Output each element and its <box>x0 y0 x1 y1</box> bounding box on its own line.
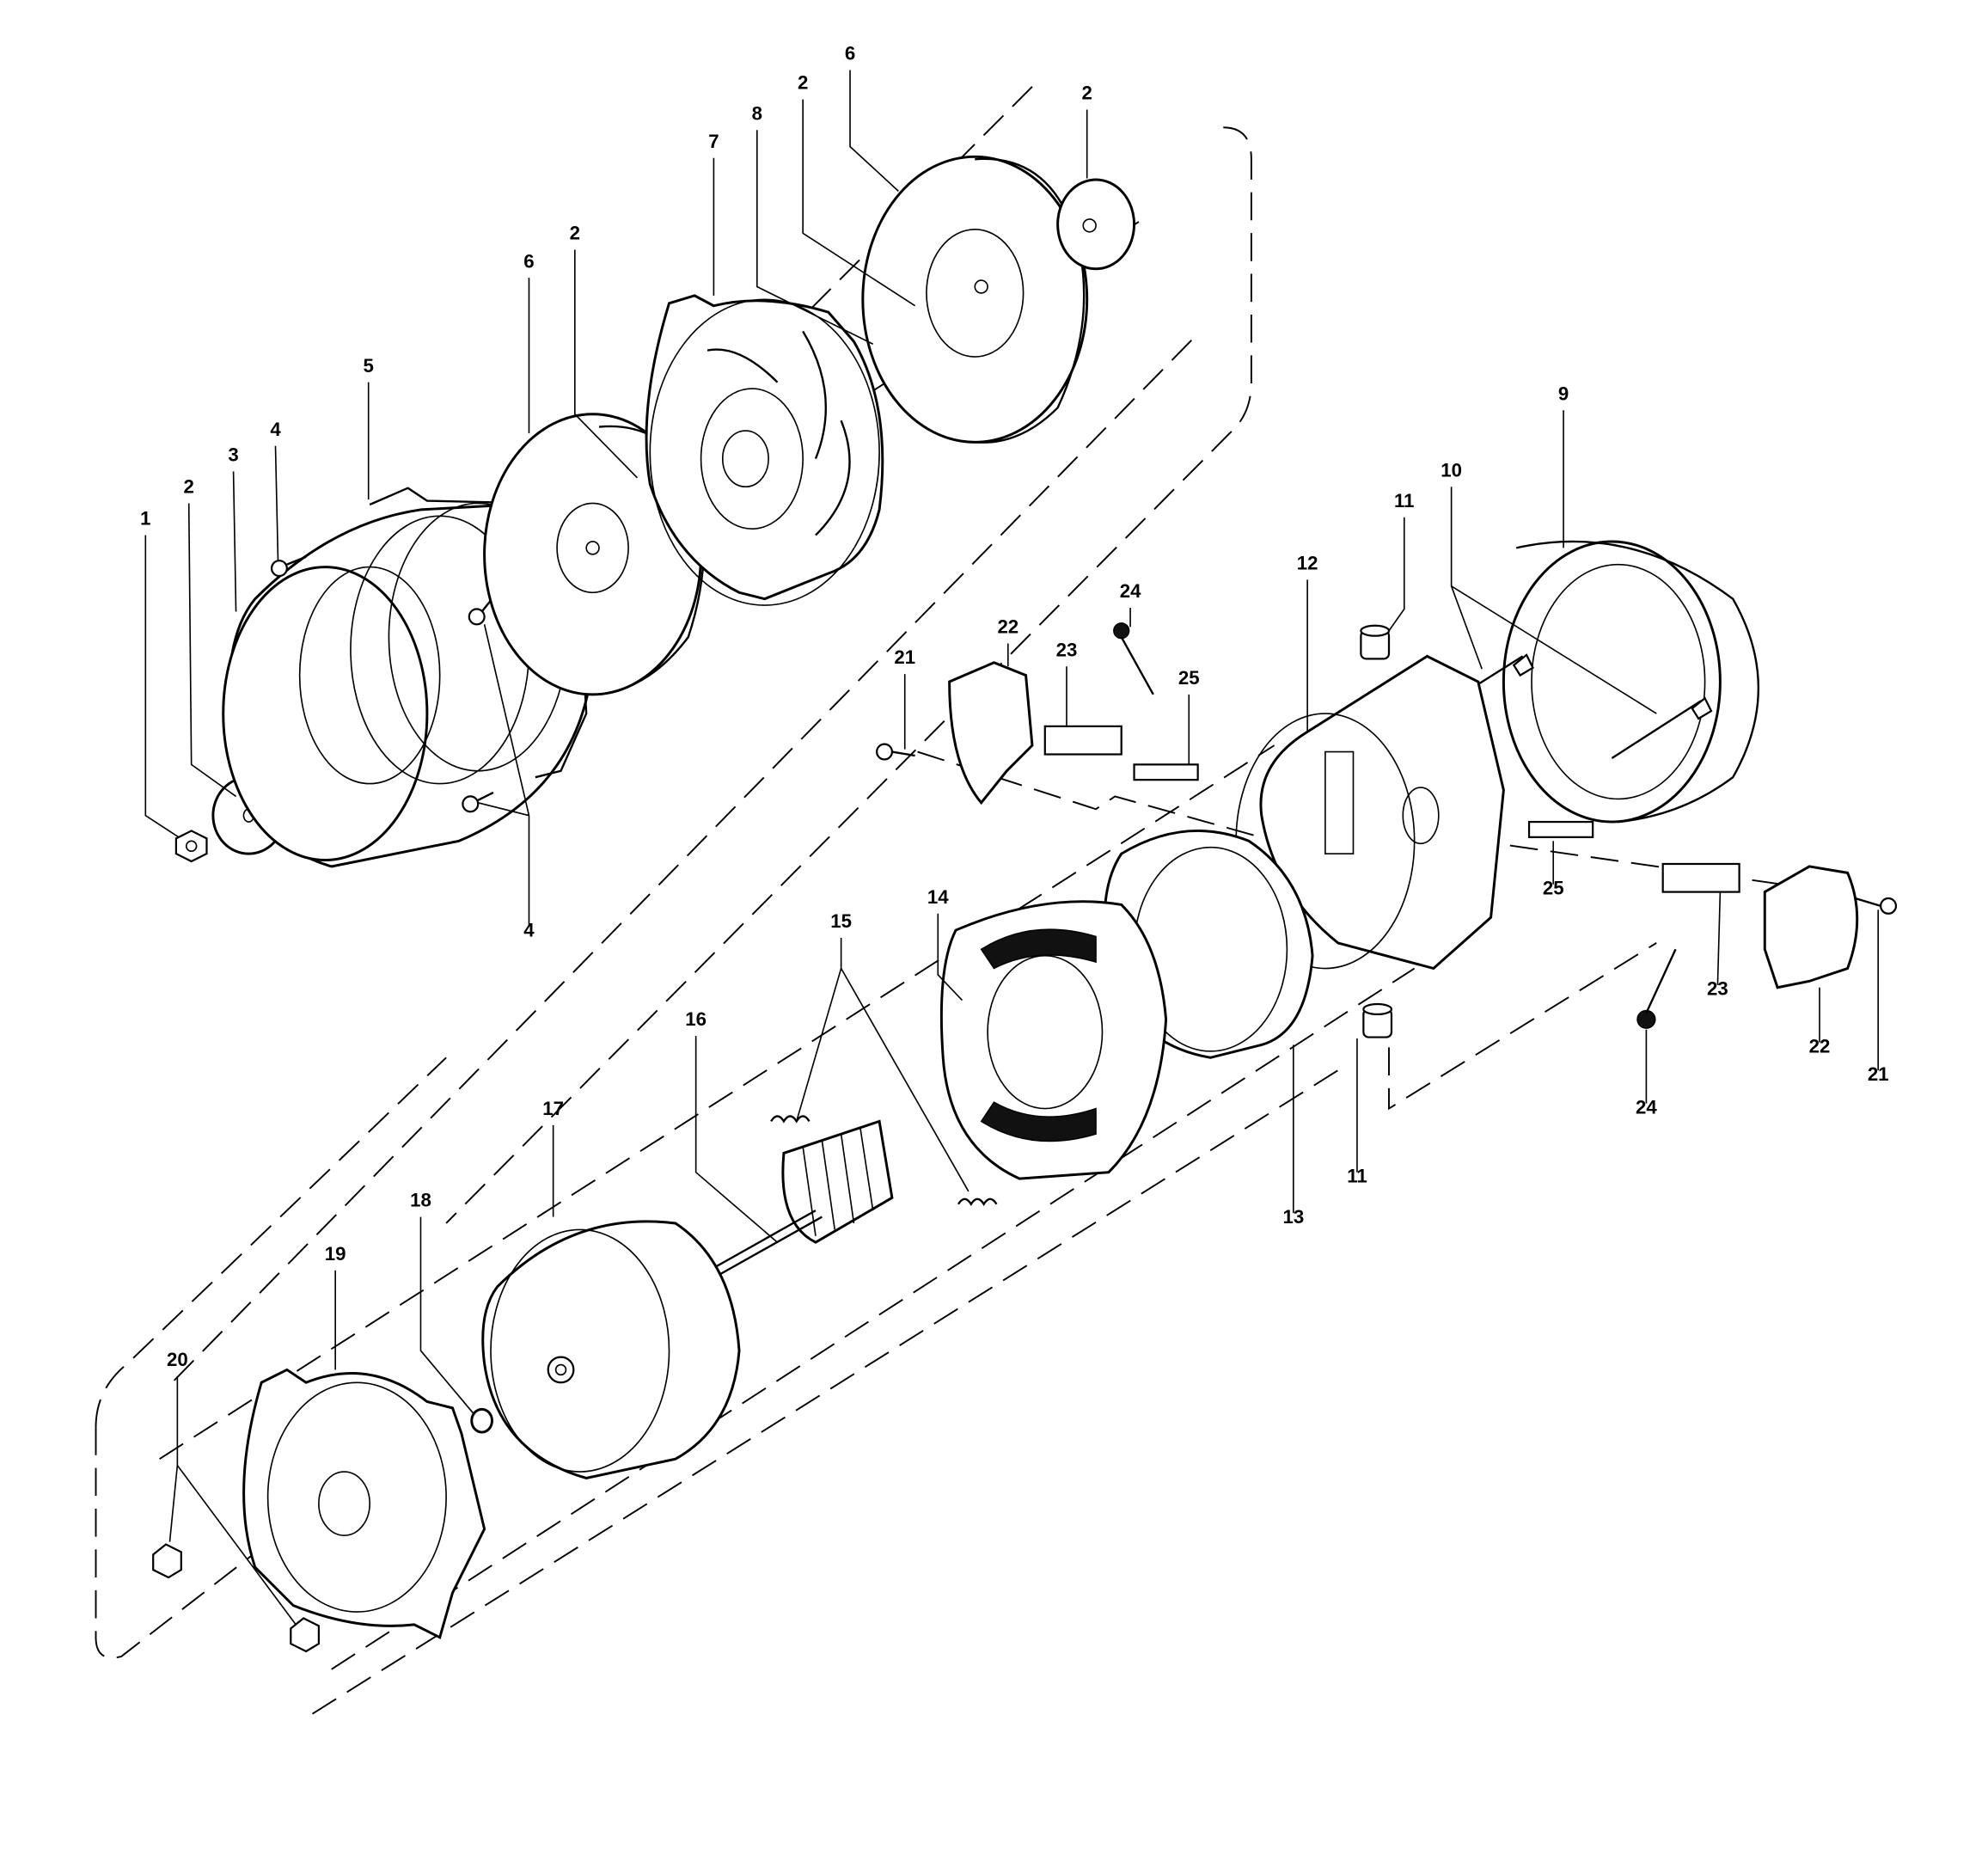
part-23-brush-holder[interactable] <box>1043 725 1740 893</box>
callout-2: 2 <box>798 72 808 94</box>
callout-2: 2 <box>184 476 194 498</box>
callout-13: 13 <box>1282 1206 1304 1228</box>
callout-25: 25 <box>1543 878 1564 899</box>
part-24-brush-spring[interactable] <box>1113 622 1677 1029</box>
part-25-carbon-brush[interactable] <box>1133 763 1594 838</box>
part-20-nut[interactable] <box>152 1543 321 1653</box>
callout-6: 6 <box>845 43 855 64</box>
callout-21: 21 <box>894 646 915 668</box>
callout-4: 4 <box>523 919 535 940</box>
part-17-end-bracket[interactable] <box>481 1220 741 1479</box>
callout-17: 17 <box>542 1098 564 1119</box>
part-22-brush-cover[interactable] <box>948 661 1859 989</box>
part-16-armature[interactable] <box>713 1119 894 1276</box>
part-1-nut[interactable] <box>174 830 208 863</box>
callout-18: 18 <box>410 1190 431 1211</box>
part-6-fan-plate-upper[interactable] <box>861 155 1089 444</box>
callout-24: 24 <box>1636 1096 1657 1118</box>
part-7-fan-impeller[interactable] <box>645 294 884 606</box>
callout-11: 11 <box>1347 1166 1367 1187</box>
callout-2: 2 <box>570 223 580 244</box>
callout-25: 25 <box>1178 667 1200 689</box>
callout-14: 14 <box>927 886 949 908</box>
part-2-washer-far[interactable] <box>1056 178 1136 271</box>
callout-24: 24 <box>1120 580 1141 602</box>
callout-7: 7 <box>708 131 719 152</box>
callout-21: 21 <box>1868 1063 1889 1085</box>
callout-labels: 1 2 3 4 5 6 2 7 8 2 6 2 9 10 11 12 24 22… <box>140 43 1888 1370</box>
callout-10: 10 <box>1441 459 1462 481</box>
callout-6: 6 <box>523 250 534 272</box>
leader-lines <box>144 70 1880 1626</box>
callout-11: 11 <box>1394 490 1415 511</box>
callout-15: 15 <box>830 910 852 932</box>
callout-4: 4 <box>270 419 281 440</box>
callout-8: 8 <box>752 102 762 124</box>
part-10-through-bolt[interactable] <box>1477 653 1713 759</box>
callout-9: 9 <box>1558 383 1569 404</box>
part-18-bearing-ring[interactable] <box>470 1407 493 1434</box>
part-9-band[interactable] <box>1502 540 1760 824</box>
callout-5: 5 <box>364 355 374 377</box>
callout-1: 1 <box>140 508 150 530</box>
callout-2: 2 <box>1082 83 1092 104</box>
part-15-spring[interactable] <box>770 1115 998 1206</box>
part-21-screw[interactable] <box>876 743 1898 915</box>
callout-16: 16 <box>685 1008 707 1030</box>
part-11-grommet[interactable] <box>1360 624 1393 1038</box>
callout-3: 3 <box>228 444 238 466</box>
callout-23: 23 <box>1707 978 1728 1000</box>
callout-19: 19 <box>325 1243 346 1265</box>
callout-22: 22 <box>1809 1035 1831 1056</box>
part-19-gasket[interactable] <box>242 1368 486 1639</box>
part-14-field-coil[interactable] <box>939 900 1168 1180</box>
callout-22: 22 <box>997 616 1018 638</box>
callout-12: 12 <box>1297 553 1318 574</box>
callout-20: 20 <box>167 1349 188 1370</box>
callout-23: 23 <box>1056 639 1078 660</box>
